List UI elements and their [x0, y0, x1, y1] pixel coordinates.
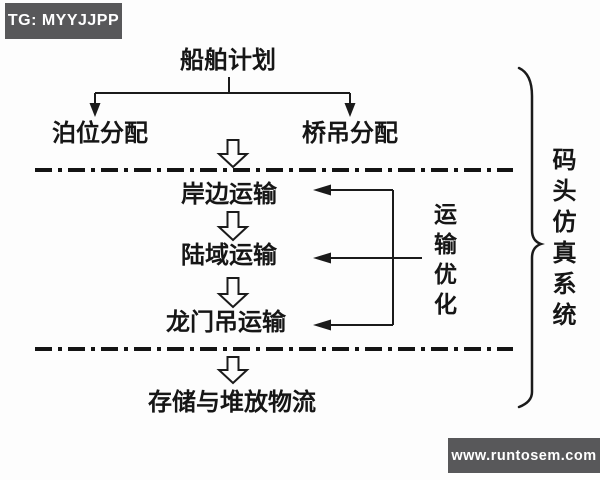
arrowhead-down-right — [344, 103, 356, 117]
watermark-website-badge: www.runtosem.com — [448, 438, 600, 473]
hollow-arrow-3 — [216, 277, 250, 309]
optimization-arrowheads — [313, 184, 331, 331]
branch-connector — [94, 77, 351, 104]
watermark-telegram-badge: TG: MYYJJPP — [5, 3, 122, 39]
watermark-website-text: www.runtosem.com — [451, 447, 597, 464]
node-ship-plan: 船舶计划 — [180, 45, 276, 74]
arrowhead-left-land — [313, 252, 331, 264]
watermark-telegram-text: TG: MYYJJPP — [7, 12, 120, 29]
node-quayside-transport: 岸边运输 — [181, 179, 277, 208]
hollow-flow-arrows — [216, 139, 250, 385]
node-crane-allocation: 桥吊分配 — [302, 118, 398, 147]
hollow-arrow-1 — [216, 139, 250, 169]
label-terminal-simulation-system: 码头仿真系统 — [548, 147, 577, 333]
label-transport-optimization: 运输优化 — [429, 202, 457, 322]
arrowhead-left-quayside — [313, 184, 331, 196]
hollow-arrow-2 — [216, 211, 250, 242]
node-berth-allocation: 泊位分配 — [52, 118, 148, 147]
arrowhead-down-left — [89, 103, 101, 117]
node-storage-logistics: 存储与堆放物流 — [148, 387, 316, 416]
arrowhead-left-gantry — [313, 319, 331, 331]
hollow-arrow-4 — [216, 356, 250, 385]
optimization-feedback-connector — [329, 189, 422, 326]
node-land-transport: 陆域运输 — [181, 240, 277, 269]
system-brace — [517, 66, 545, 409]
node-gantry-transport: 龙门吊运输 — [166, 307, 286, 336]
